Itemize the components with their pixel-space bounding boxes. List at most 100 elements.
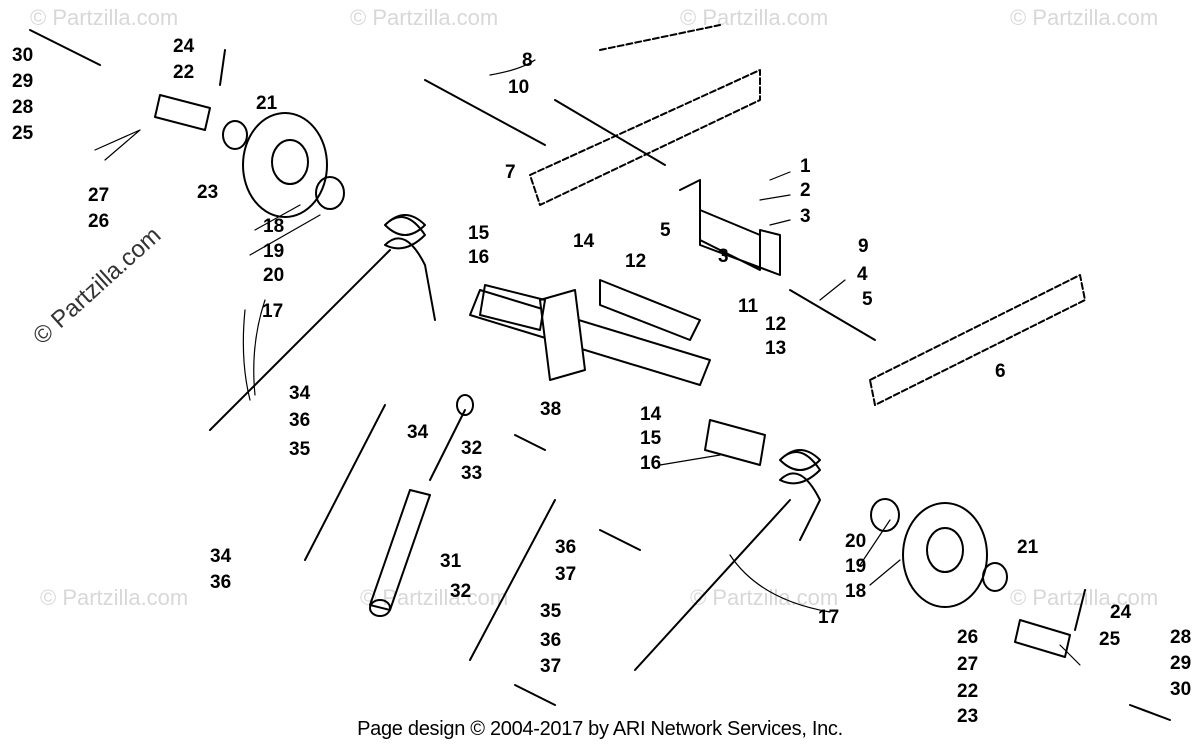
link-35: [469, 499, 556, 661]
idler-wheel-hub: [926, 527, 964, 573]
callout: 14: [573, 231, 595, 252]
callout: 3: [800, 206, 811, 227]
pivot-shaft: [469, 289, 711, 386]
callout: 2: [800, 180, 811, 201]
track-rail-upper: [529, 24, 761, 206]
callout: 17: [818, 607, 839, 628]
callout: 3: [718, 246, 729, 267]
callout: 24: [1110, 602, 1132, 623]
pivot-plate: [539, 289, 586, 381]
callout: 21: [256, 93, 278, 114]
rod-10: [554, 99, 666, 166]
bolt-30: [29, 29, 101, 66]
callout: 7: [505, 162, 516, 183]
callout: 5: [862, 289, 873, 310]
callout: 30: [1170, 679, 1191, 700]
callout: 36: [540, 630, 561, 651]
watermark: © Partzilla.com: [1010, 5, 1158, 30]
bolt-33: [514, 434, 546, 451]
callout: 19: [845, 556, 866, 577]
shock-eye: [369, 599, 391, 617]
shock-eye: [456, 394, 474, 416]
callout: 29: [1170, 653, 1191, 674]
watermarks: © Partzilla.com © Partzilla.com © Partzi…: [30, 5, 1158, 610]
bearing-19: [870, 498, 900, 532]
watermark: © Partzilla.com: [40, 585, 188, 610]
callout: 25: [1099, 629, 1121, 650]
callout: 27: [88, 185, 109, 206]
torsion-spring-17: [384, 214, 436, 321]
callout: 27: [957, 654, 978, 675]
spacer-21: [222, 120, 248, 150]
idler-wheel-18: [242, 112, 328, 218]
callout: 36: [555, 537, 576, 558]
callout: 36: [289, 410, 310, 431]
roller-16: [479, 284, 546, 331]
spacer-21: [982, 562, 1008, 592]
page-credit: Page design © 2004-2017 by ARI Network S…: [357, 718, 843, 740]
callout: 1: [800, 156, 811, 177]
callout: 14: [640, 404, 662, 425]
callout: 35: [540, 601, 562, 622]
watermark: © Partzilla.com: [30, 5, 178, 30]
link-35: [304, 404, 386, 561]
callout: 6: [995, 361, 1006, 382]
callout: 37: [540, 656, 561, 677]
callout: 15: [640, 428, 662, 449]
callout: 12: [765, 314, 786, 335]
callout: 25: [12, 123, 34, 144]
watermark: © Partzilla.com: [360, 585, 508, 610]
leader-lines: [94, 59, 1081, 666]
callout: 19: [263, 241, 284, 262]
callout: 22: [957, 681, 978, 702]
watermark: © Partzilla.com: [680, 5, 828, 30]
callout: 9: [858, 236, 869, 257]
track-rail-lower: [869, 274, 1086, 406]
callout: 32: [461, 438, 482, 459]
callout: 21: [1017, 537, 1039, 558]
spring-arm-17: [634, 499, 791, 671]
idler-wheel-hub: [271, 139, 309, 185]
callout: 29: [12, 71, 33, 92]
part-labels: 1 2 3 3 4 5 5 6 7 8 9 10 11 12 12 13 14 …: [12, 36, 1191, 727]
bolt-24: [1074, 589, 1086, 631]
end-block-22: [154, 94, 211, 131]
bolt-37: [599, 529, 641, 551]
callout: 26: [957, 627, 978, 648]
bearing-19: [315, 176, 345, 210]
roller-16: [704, 419, 766, 466]
callout: 8: [522, 50, 533, 71]
callout: 5: [660, 220, 671, 241]
callout: 33: [461, 463, 482, 484]
callout: 20: [845, 531, 866, 552]
callout: 22: [173, 62, 194, 83]
callout: 10: [508, 77, 529, 98]
callout: 28: [12, 97, 33, 118]
end-block-22: [1014, 619, 1071, 658]
bolt-24: [219, 49, 226, 86]
callout: 24: [173, 36, 195, 57]
torsion-spring-17: [779, 449, 821, 541]
callout: 38: [540, 399, 561, 420]
callout: 4: [857, 264, 868, 285]
callout: 37: [555, 564, 576, 585]
callout: 18: [845, 581, 866, 602]
idler-wheel-18: [902, 502, 988, 608]
shock-rod: [429, 409, 466, 481]
callout: 35: [289, 439, 311, 460]
callout: 11: [738, 296, 759, 317]
callout: 32: [450, 581, 471, 602]
callout: 34: [289, 383, 311, 404]
callout: 12: [625, 251, 646, 272]
watermark: © Partzilla.com: [350, 5, 498, 30]
spring-arm-17: [209, 249, 391, 431]
bolt-30: [1129, 704, 1171, 721]
callout: 20: [263, 265, 284, 286]
pivot-arm: [599, 279, 701, 341]
rod-4: [789, 289, 876, 341]
bolt-37: [514, 684, 556, 706]
callout: 31: [440, 551, 462, 572]
callout: 34: [407, 422, 429, 443]
callout: 13: [765, 338, 786, 359]
